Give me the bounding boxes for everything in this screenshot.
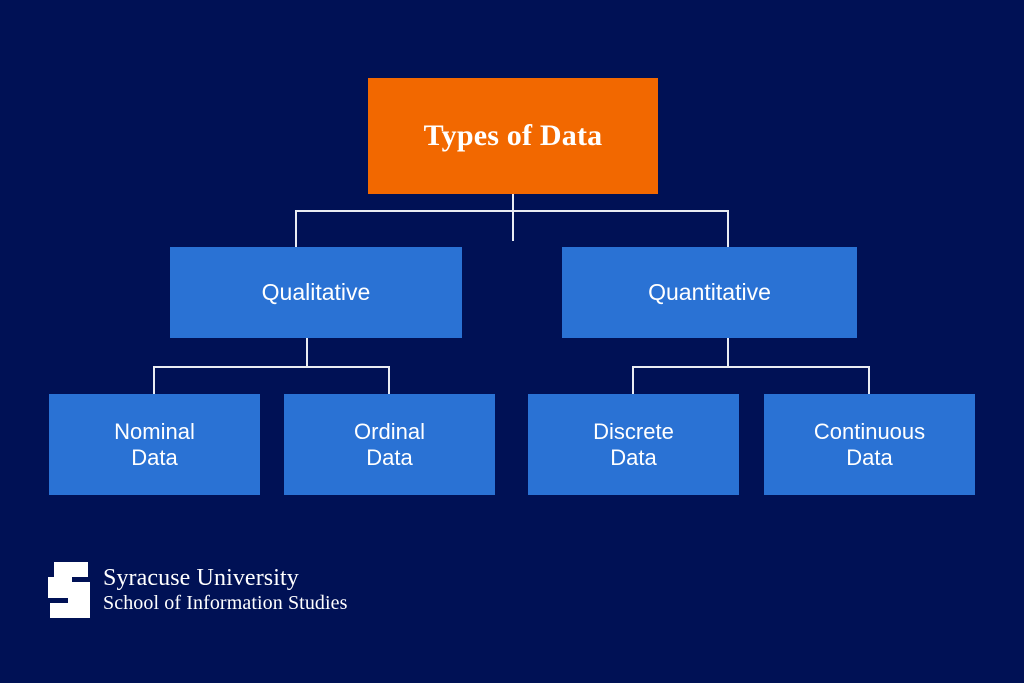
logo-school-name: School of Information Studies — [103, 591, 348, 614]
connector-to-continuous — [868, 366, 870, 394]
connector-quantitative-bar — [632, 366, 870, 368]
connector-to-quantitative — [727, 210, 729, 247]
node-label: Nominal Data — [114, 419, 195, 471]
node-ordinal-data[interactable]: Ordinal Data — [284, 394, 495, 495]
node-label-line2: Data — [846, 444, 893, 470]
node-continuous-data[interactable]: Continuous Data — [764, 394, 975, 495]
node-label: Types of Data — [423, 119, 603, 153]
node-label-line1: Ordinal — [354, 418, 425, 444]
node-label-line1: Nominal — [114, 418, 195, 444]
node-label: Discrete Data — [593, 419, 674, 471]
connector-to-ordinal — [388, 366, 390, 394]
connector-qualitative-stem — [306, 338, 308, 368]
node-label: Qualitative — [261, 278, 371, 305]
node-label-line1: Discrete — [593, 418, 674, 444]
node-label: Quantitative — [648, 278, 771, 305]
node-qualitative[interactable]: Qualitative — [170, 247, 462, 338]
node-label: Ordinal Data — [354, 419, 425, 471]
connector-qualitative-bar — [153, 366, 390, 368]
node-types-of-data[interactable]: Types of Data — [368, 78, 658, 194]
node-discrete-data[interactable]: Discrete Data — [528, 394, 739, 495]
node-label-line2: Data — [131, 444, 178, 470]
node-label-line2: Data — [366, 444, 413, 470]
connector-to-qualitative — [295, 210, 297, 247]
connector-level1-bar — [295, 210, 729, 212]
logo-university-name: Syracuse University — [103, 564, 299, 591]
node-nominal-data[interactable]: Nominal Data — [49, 394, 260, 495]
connector-to-discrete — [632, 366, 634, 394]
node-label: Continuous Data — [814, 419, 925, 471]
node-label-line2: Data — [610, 444, 657, 470]
logo-wordmark: Syracuse University School of Informatio… — [103, 565, 348, 615]
node-label-line1: Continuous — [813, 418, 926, 444]
connector-quantitative-stem — [727, 338, 729, 368]
syracuse-block-s-icon — [48, 562, 90, 618]
connector-root-stem — [512, 193, 514, 241]
syracuse-university-logo: Syracuse University School of Informatio… — [48, 562, 348, 618]
connector-to-nominal — [153, 366, 155, 394]
node-quantitative[interactable]: Quantitative — [562, 247, 857, 338]
